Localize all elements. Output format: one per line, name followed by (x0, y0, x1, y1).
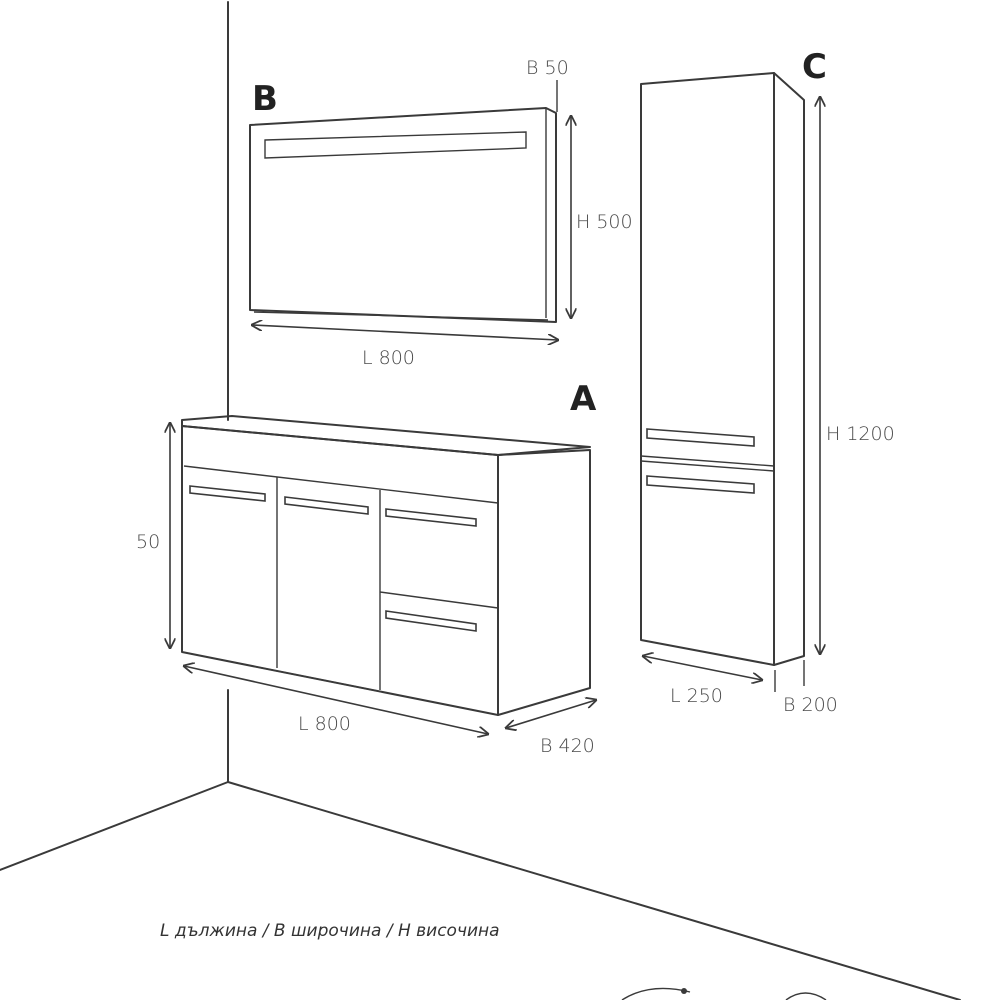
mirror-depth-label: B 50 (526, 57, 569, 79)
vanity-depth-arrow (506, 700, 596, 728)
mirror-b (249, 107, 557, 323)
column-length-label: L 250 (670, 685, 723, 707)
vanity-a (181, 415, 591, 716)
mirror-letter: B (252, 79, 278, 119)
vanity-letter: A (570, 379, 597, 419)
column-depth-label: B 200 (783, 694, 838, 716)
vanity-length-label: L 800 (298, 713, 351, 735)
mirror-height-label: H 500 (576, 211, 633, 233)
legend-text: L дължина / B широчина / H височина (160, 921, 500, 941)
bottom-decoration (621, 987, 827, 1000)
mirror-length-arrow (252, 325, 558, 340)
vanity-height-label: 50 (136, 531, 160, 553)
mirror-length-label: L 800 (362, 347, 415, 369)
column-length-arrow (643, 656, 762, 680)
mirror-light-strip (264, 131, 527, 159)
column-c (640, 72, 805, 666)
vanity-handles (189, 485, 477, 632)
vanity-length-arrow (184, 666, 488, 734)
vanity-depth-label: B 420 (540, 735, 595, 757)
column-letter: C (802, 47, 827, 87)
column-handles (646, 428, 755, 494)
column-height-label: H 1200 (826, 423, 895, 445)
